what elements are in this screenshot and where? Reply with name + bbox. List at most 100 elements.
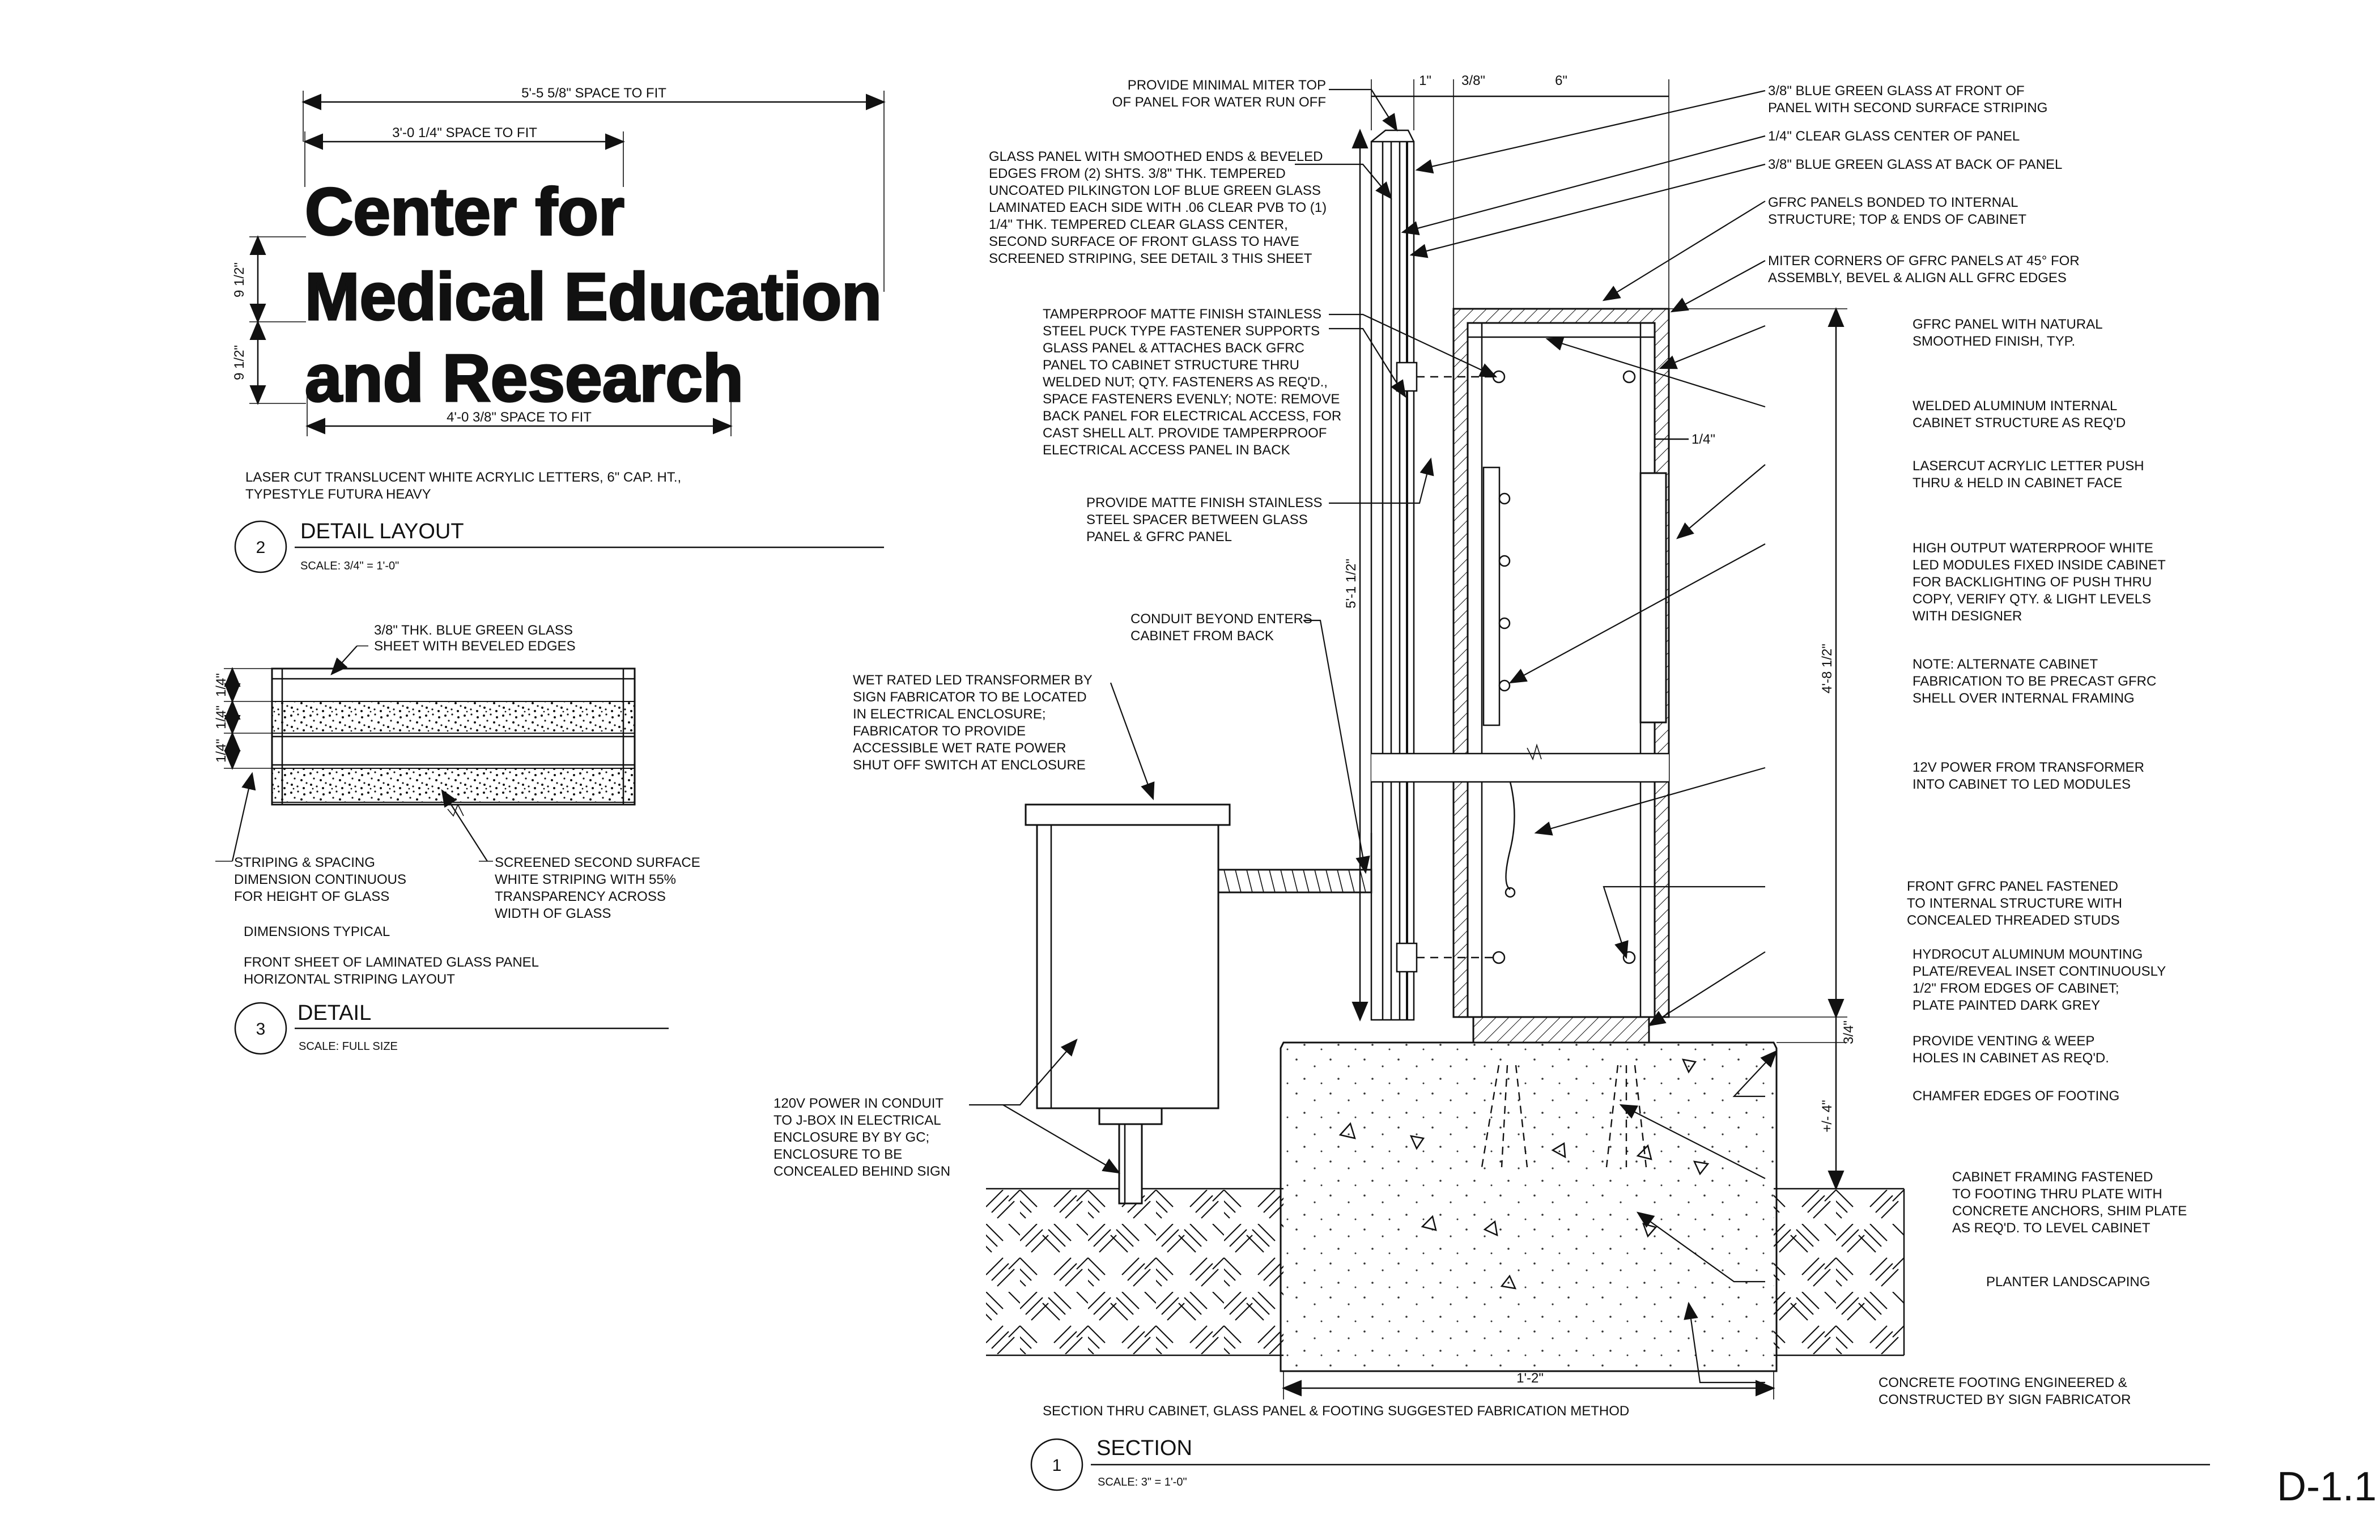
dim-quarter: 1/4" — [1692, 432, 1715, 447]
note-transformer: WET RATED LED TRANSFORMER BY SIGN FABRIC… — [853, 673, 1093, 773]
svg-text:PROVIDE MATTE FINISH STAINLESS: PROVIDE MATTE FINISH STAINLESS — [1086, 495, 1323, 511]
detail-number: 3 — [256, 1020, 266, 1039]
svg-text:SHELL OVER INTERNAL FRAMING: SHELL OVER INTERNAL FRAMING — [1912, 691, 2135, 706]
svg-text:BACK PANEL FOR ELECTRICAL ACCE: BACK PANEL FOR ELECTRICAL ACCESS, FOR — [1043, 409, 1341, 424]
striping-note-1: STRIPING & SPACING — [234, 855, 375, 870]
svg-text:STRUCTURE; TOP & ENDS OF CABIN: STRUCTURE; TOP & ENDS OF CABINET — [1768, 212, 2026, 227]
section-caption: SECTION THRU CABINET, GLASS PANEL & FOOT… — [1043, 1403, 1629, 1419]
svg-text:STEEL PUCK TYPE FASTENER SUPPO: STEEL PUCK TYPE FASTENER SUPPORTS — [1043, 324, 1320, 339]
sign-line-1: Center for — [305, 175, 624, 249]
note-front-gfrc: FRONT GFRC PANEL FASTENED TO INTERNAL ST… — [1907, 879, 2122, 928]
svg-text:EDGES FROM (2) SHTS. 3/8" THK.: EDGES FROM (2) SHTS. 3/8" THK. TEMPERED — [989, 166, 1286, 181]
svg-text:TO INTERNAL STRUCTURE WITH: TO INTERNAL STRUCTURE WITH — [1907, 896, 2122, 911]
note-concrete: CONCRETE FOOTING ENGINEERED & CONSTRUCTE… — [1878, 1375, 2131, 1407]
svg-text:ENCLOSURE BY BY GC;: ENCLOSURE BY BY GC; — [774, 1130, 929, 1145]
svg-text:PANEL & GFRC PANEL: PANEL & GFRC PANEL — [1086, 529, 1232, 544]
dim-line1: 3'-0 1/4" SPACE TO FIT — [392, 125, 537, 141]
screened-note-1: SCREENED SECOND SURFACE — [495, 855, 700, 870]
glass-note-1: 3/8" THK. BLUE GREEN GLASS — [374, 623, 573, 638]
note-led: HIGH OUTPUT WATERPROOF WHITE LED MODULES… — [1912, 541, 2166, 624]
svg-text:CABINET FROM BACK: CABINET FROM BACK — [1130, 628, 1274, 644]
svg-text:CABINET STRUCTURE AS REQ'D: CABINET STRUCTURE AS REQ'D — [1912, 415, 2126, 431]
svg-text:FABRICATION TO BE PRECAST GFRC: FABRICATION TO BE PRECAST GFRC — [1912, 674, 2156, 689]
detail-number: 2 — [256, 538, 266, 557]
dimensions-typical: DIMENSIONS TYPICAL — [244, 924, 390, 939]
svg-text:CONSTRUCTED BY SIGN FABRICATOR: CONSTRUCTED BY SIGN FABRICATOR — [1878, 1392, 2131, 1407]
detail-title: DETAIL LAYOUT — [300, 520, 464, 543]
screened-note-2: WHITE STRIPING WITH 55% — [495, 872, 676, 887]
svg-text:1/4" THK. TEMPERED CLEAR GLASS: 1/4" THK. TEMPERED CLEAR GLASS CENTER, — [989, 217, 1288, 232]
detail-title: SECTION — [1096, 1436, 1192, 1460]
note-glass-panel: GLASS PANEL WITH SMOOTHED ENDS & BEVELED… — [989, 149, 1327, 266]
letters-note-2: TYPESTYLE FUTURA HEAVY — [245, 487, 431, 502]
note-clear-glass: 1/4" CLEAR GLASS CENTER OF PANEL — [1768, 129, 2020, 144]
svg-text:CABINET FRAMING FASTENED: CABINET FRAMING FASTENED — [1952, 1169, 2153, 1185]
svg-text:SIGN FABRICATOR TO BE LOCATED: SIGN FABRICATOR TO BE LOCATED — [853, 690, 1087, 705]
dim-v2: 9 1/2" — [232, 345, 247, 380]
striping-note-3: FOR HEIGHT OF GLASS — [234, 889, 389, 904]
dim-overall: 5'-5 5/8" SPACE TO FIT — [521, 86, 666, 101]
svg-text:WELDED NUT; QTY. FASTENERS AS: WELDED NUT; QTY. FASTENERS AS REQ'D., — [1043, 375, 1328, 390]
svg-text:UNCOATED PILKINGTON LOF BLUE G: UNCOATED PILKINGTON LOF BLUE GREEN GLASS — [989, 183, 1321, 198]
svg-text:SECOND SURFACE OF FRONT GLASS: SECOND SURFACE OF FRONT GLASS TO HAVE — [989, 234, 1299, 249]
detail-2-layout: 5'-5 5/8" SPACE TO FIT 3'-0 1/4" SPACE T… — [232, 86, 886, 573]
detail-1-section: 1'-2" — [774, 73, 2210, 1491]
note-hydrocut: HYDROCUT ALUMINUM MOUNTING PLATE/REVEAL … — [1912, 947, 2166, 1013]
svg-text:1/2" FROM EDGES OF CABINET;: 1/2" FROM EDGES OF CABINET; — [1912, 981, 2119, 996]
note-fastener: TAMPERPROOF MATTE FINISH STAINLESS STEEL… — [1043, 307, 1341, 458]
svg-text:IN ELECTRICAL ENCLOSURE;: IN ELECTRICAL ENCLOSURE; — [853, 707, 1046, 722]
svg-text:LASERCUT ACRYLIC LETTER PUSH: LASERCUT ACRYLIC LETTER PUSH — [1912, 458, 2144, 474]
note-lasercut: LASERCUT ACRYLIC LETTER PUSH THRU & HELD… — [1912, 458, 2144, 491]
detail-scale: SCALE: 3" = 1'-0" — [1098, 1476, 1187, 1488]
detail-number: 1 — [1052, 1456, 1062, 1475]
dim-footing-width: 1'-2" — [1516, 1371, 1544, 1386]
dim-3-8: 3/8" — [1461, 73, 1485, 88]
svg-text:WITH DESIGNER: WITH DESIGNER — [1912, 609, 2022, 624]
svg-text:12V POWER FROM TRANSFORMER: 12V POWER FROM TRANSFORMER — [1912, 760, 2144, 775]
dim-cabinet-height: 4'-8 1/2" — [1820, 644, 1835, 694]
striping-note-2: DIMENSION CONTINUOUS — [234, 872, 406, 887]
svg-text:WET RATED LED TRANSFORMER BY: WET RATED LED TRANSFORMER BY — [853, 673, 1093, 688]
svg-text:HIGH OUTPUT WATERPROOF WHITE: HIGH OUTPUT WATERPROOF WHITE — [1912, 541, 2153, 556]
svg-text:GFRC PANEL WITH NATURAL: GFRC PANEL WITH NATURAL — [1912, 317, 2103, 332]
svg-text:COPY, VERIFY QTY. & LIGHT LEVE: COPY, VERIFY QTY. & LIGHT LEVELS — [1912, 592, 2151, 607]
note-gfrc-bonded: GFRC PANELS BONDED TO INTERNAL STRUCTURE… — [1768, 195, 2026, 227]
svg-text:MITER CORNERS OF GFRC PANELS A: MITER CORNERS OF GFRC PANELS AT 45° FOR — [1768, 253, 2080, 269]
svg-text:CONCEALED BEHIND SIGN: CONCEALED BEHIND SIGN — [774, 1164, 950, 1179]
svg-text:PANEL WITH SECOND SURFACE STRI: PANEL WITH SECOND SURFACE STRIPING — [1768, 100, 2047, 116]
svg-text:LAMINATED EACH SIDE WITH .06 C: LAMINATED EACH SIDE WITH .06 CLEAR PVB T… — [989, 200, 1327, 215]
dim-plate: 3/4" — [1841, 1020, 1856, 1044]
svg-text:TO FOOTING THRU PLATE WITH: TO FOOTING THRU PLATE WITH — [1952, 1186, 2162, 1202]
note-miter-2: OF PANEL FOR WATER RUN OFF — [1112, 95, 1326, 110]
sign-line-3: and Research — [305, 341, 743, 416]
svg-text:SHUT OFF SWITCH AT ENCLOSURE: SHUT OFF SWITCH AT ENCLOSURE — [853, 758, 1086, 773]
dim-line3: 4'-0 3/8" SPACE TO FIT — [447, 410, 592, 425]
stripe-dim-1: 1/4" — [214, 673, 229, 697]
note-framing: CABINET FRAMING FASTENED TO FOOTING THRU… — [1952, 1169, 2187, 1236]
svg-text:FRONT GFRC PANEL FASTENED: FRONT GFRC PANEL FASTENED — [1907, 879, 2118, 894]
detail-scale: SCALE: 3/4" = 1'-0" — [300, 560, 399, 572]
svg-text:ENCLOSURE TO BE: ENCLOSURE TO BE — [774, 1147, 902, 1162]
note-planter: PLANTER LANDSCAPING — [1986, 1274, 2150, 1290]
note-miter-corners: MITER CORNERS OF GFRC PANELS AT 45° FOR … — [1768, 253, 2080, 286]
dim-footing-above: +/- 4" — [1820, 1100, 1835, 1132]
svg-text:FABRICATOR TO PROVIDE: FABRICATOR TO PROVIDE — [853, 724, 1026, 739]
sign-line-2: Medical Education — [305, 259, 882, 334]
layout-note-2: HORIZONTAL STRIPING LAYOUT — [244, 972, 455, 987]
svg-text:CAST SHELL ALT. PROVIDE TAMPER: CAST SHELL ALT. PROVIDE TAMPERPROOF — [1043, 426, 1327, 441]
svg-text:TAMPERPROOF MATTE FINISH STAIN: TAMPERPROOF MATTE FINISH STAINLESS — [1043, 307, 1321, 322]
svg-text:CONCRETE ANCHORS, SHIM PLATE: CONCRETE ANCHORS, SHIM PLATE — [1952, 1203, 2187, 1219]
note-chamfer: CHAMFER EDGES OF FOOTING — [1912, 1088, 2119, 1104]
svg-text:LED MODULES FIXED INSIDE CABIN: LED MODULES FIXED INSIDE CABINET — [1912, 558, 2166, 573]
svg-text:GFRC PANELS BONDED TO INTERNAL: GFRC PANELS BONDED TO INTERNAL — [1768, 195, 2018, 210]
note-miter-1: PROVIDE MINIMAL MITER TOP — [1128, 78, 1326, 93]
svg-text:PLATE PAINTED DARK GREY: PLATE PAINTED DARK GREY — [1912, 998, 2100, 1013]
note-conduit: CONDUIT BEYOND ENTERS CABINET FROM BACK — [1130, 611, 1312, 644]
svg-text:HOLES IN CABINET AS REQ'D.: HOLES IN CABINET AS REQ'D. — [1912, 1050, 2109, 1066]
sheet-id: D-1.1 — [2277, 1464, 2377, 1509]
svg-text:TO J-BOX IN ELECTRICAL: TO J-BOX IN ELECTRICAL — [774, 1113, 941, 1128]
note-venting: PROVIDE VENTING & WEEP HOLES IN CABINET … — [1912, 1033, 2109, 1066]
svg-text:CONCRETE FOOTING ENGINEERED &: CONCRETE FOOTING ENGINEERED & — [1878, 1375, 2127, 1390]
svg-text:PROVIDE VENTING & WEEP: PROVIDE VENTING & WEEP — [1912, 1033, 2094, 1049]
